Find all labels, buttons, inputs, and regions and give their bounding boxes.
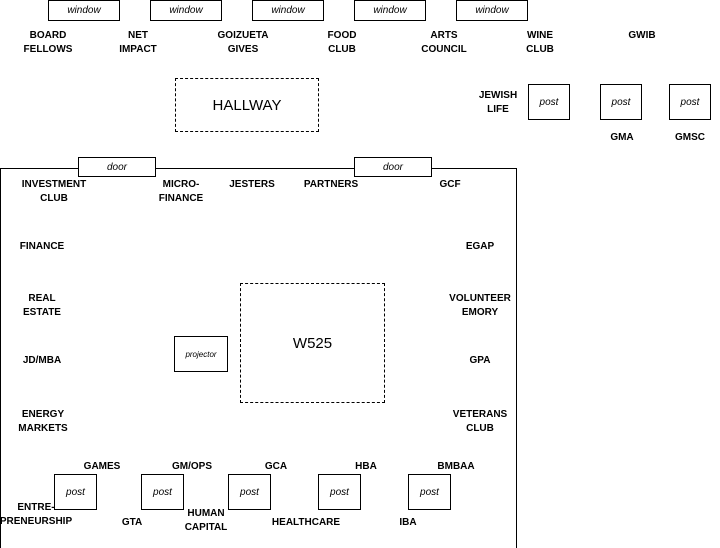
post-gma: post bbox=[600, 84, 642, 120]
label-hba: HBA bbox=[355, 461, 377, 472]
post-5: post bbox=[408, 474, 451, 510]
post-3: post bbox=[228, 474, 271, 510]
label-iba: IBA bbox=[399, 517, 417, 528]
window-3: window bbox=[252, 0, 324, 21]
label-egap: EGAP bbox=[465, 241, 495, 252]
label-gm-ops: GM/OPS bbox=[171, 461, 213, 472]
label-jd-mba: JD/MBA bbox=[22, 355, 62, 366]
post-jewish-life: post bbox=[528, 84, 570, 120]
post-gmsc: post bbox=[669, 84, 711, 120]
door-right: door bbox=[354, 157, 432, 177]
label-bmbaa: BMBAA bbox=[437, 461, 475, 472]
label-micro-finance: MICRO-FINANCE bbox=[158, 179, 204, 204]
label-finance: FINANCE bbox=[19, 241, 65, 252]
label-gpa: GPA bbox=[469, 355, 491, 366]
label-gwib: GWIB bbox=[628, 30, 656, 41]
projector: projector bbox=[174, 336, 228, 372]
room-outline bbox=[0, 168, 517, 548]
window-4: window bbox=[354, 0, 426, 21]
label-games: GAMES bbox=[83, 461, 121, 472]
window-2: window bbox=[150, 0, 222, 21]
label-gta: GTA bbox=[121, 517, 143, 528]
label-healthcare: HEALTHCARE bbox=[271, 517, 341, 528]
room-w525: W525 bbox=[240, 283, 385, 403]
window-1: window bbox=[48, 0, 120, 21]
label-gca: GCA bbox=[264, 461, 288, 472]
door-left: door bbox=[78, 157, 156, 177]
window-5: window bbox=[456, 0, 528, 21]
hallway-box: HALLWAY bbox=[175, 78, 319, 132]
label-entrepreneurship: ENTRE-PRENEURSHIP bbox=[0, 502, 73, 527]
label-gma: GMA bbox=[610, 132, 634, 143]
label-gcf: GCF bbox=[439, 179, 461, 190]
label-jesters: JESTERS bbox=[229, 179, 275, 190]
post-4: post bbox=[318, 474, 361, 510]
label-gmsc: GMSC bbox=[675, 132, 705, 143]
post-1: post bbox=[54, 474, 97, 510]
post-2: post bbox=[141, 474, 184, 510]
label-partners: PARTNERS bbox=[303, 179, 359, 190]
